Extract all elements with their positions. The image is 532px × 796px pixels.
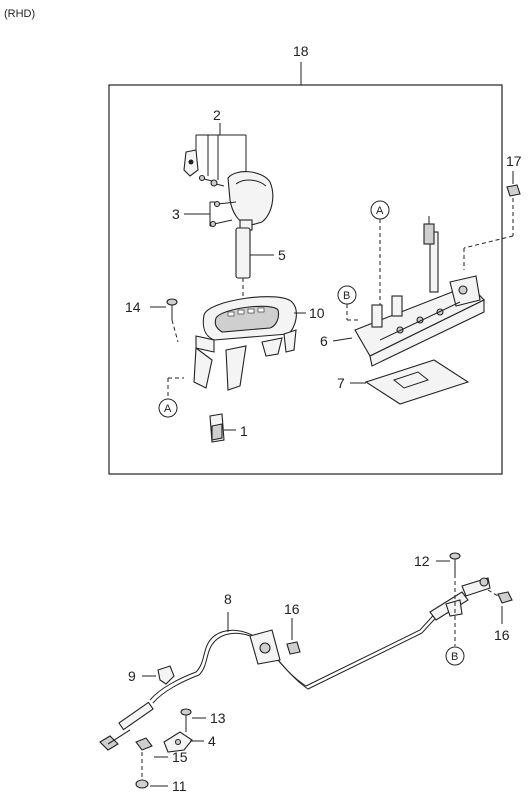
variant-label: (RHD) [4, 8, 35, 20]
leader-2 [195, 123, 247, 180]
bolt-14 [166, 298, 179, 343]
cable-bracket-mid [249, 629, 281, 665]
ref-a-top: A [370, 200, 390, 220]
callout-12: 12 [414, 553, 430, 569]
nut-16-right [487, 589, 513, 604]
callout-1: 1 [240, 423, 248, 439]
shifter-base-assembly [354, 216, 485, 367]
callout-11: 11 [172, 778, 187, 794]
svg-text:A: A [164, 403, 172, 415]
bolt-13 [180, 708, 192, 732]
nut-11 [135, 752, 149, 789]
cable-end-fitting [99, 701, 154, 751]
svg-text:B: B [343, 290, 350, 302]
callout-10: 10 [309, 305, 325, 321]
callout-13: 13 [210, 710, 226, 726]
svg-text:B: B [451, 651, 458, 663]
dashed-link-b-top [346, 304, 360, 321]
callout-15: 15 [172, 749, 188, 765]
callout-4: 4 [208, 733, 216, 749]
nut-16-mid [286, 641, 301, 655]
callout-5: 5 [278, 247, 286, 263]
callout-18: 18 [293, 43, 309, 59]
base-gasket-plate [364, 359, 470, 405]
clip-9 [157, 665, 175, 685]
callout-16-mid: 16 [284, 601, 300, 617]
dashed-link-a-bottom [167, 377, 184, 396]
knob-screws-2 [198, 174, 225, 187]
callout-17: 17 [506, 153, 522, 169]
washer-15 [135, 737, 153, 751]
bolt-12 [449, 552, 461, 646]
knob-screws-3 [209, 200, 237, 228]
shift-indicator-housing [193, 296, 297, 391]
callout-8: 8 [224, 591, 232, 607]
callout-14: 14 [125, 299, 141, 315]
leader-6 [332, 337, 353, 342]
ref-a-bottom: A [158, 398, 178, 418]
nut-17 [463, 184, 521, 270]
svg-text:A: A [376, 205, 384, 217]
assembly-frame [108, 84, 503, 475]
callout-3: 3 [172, 206, 180, 222]
callout-7: 7 [337, 375, 345, 391]
ref-b-top: B [337, 285, 357, 305]
callout-6: 6 [320, 333, 328, 349]
clip-1 [209, 413, 225, 443]
knob-bracket [183, 149, 199, 177]
bracket-4 [163, 731, 193, 753]
callout-2: 2 [213, 107, 221, 123]
shift-knob [227, 171, 274, 231]
shift-rod [235, 227, 251, 298]
leader-3 [184, 201, 215, 227]
ref-b-bottom: B [445, 646, 465, 666]
callout-16-right: 16 [494, 627, 510, 643]
cable-end-right [429, 577, 491, 621]
shift-cable [149, 607, 443, 704]
callout-9: 9 [128, 668, 136, 684]
